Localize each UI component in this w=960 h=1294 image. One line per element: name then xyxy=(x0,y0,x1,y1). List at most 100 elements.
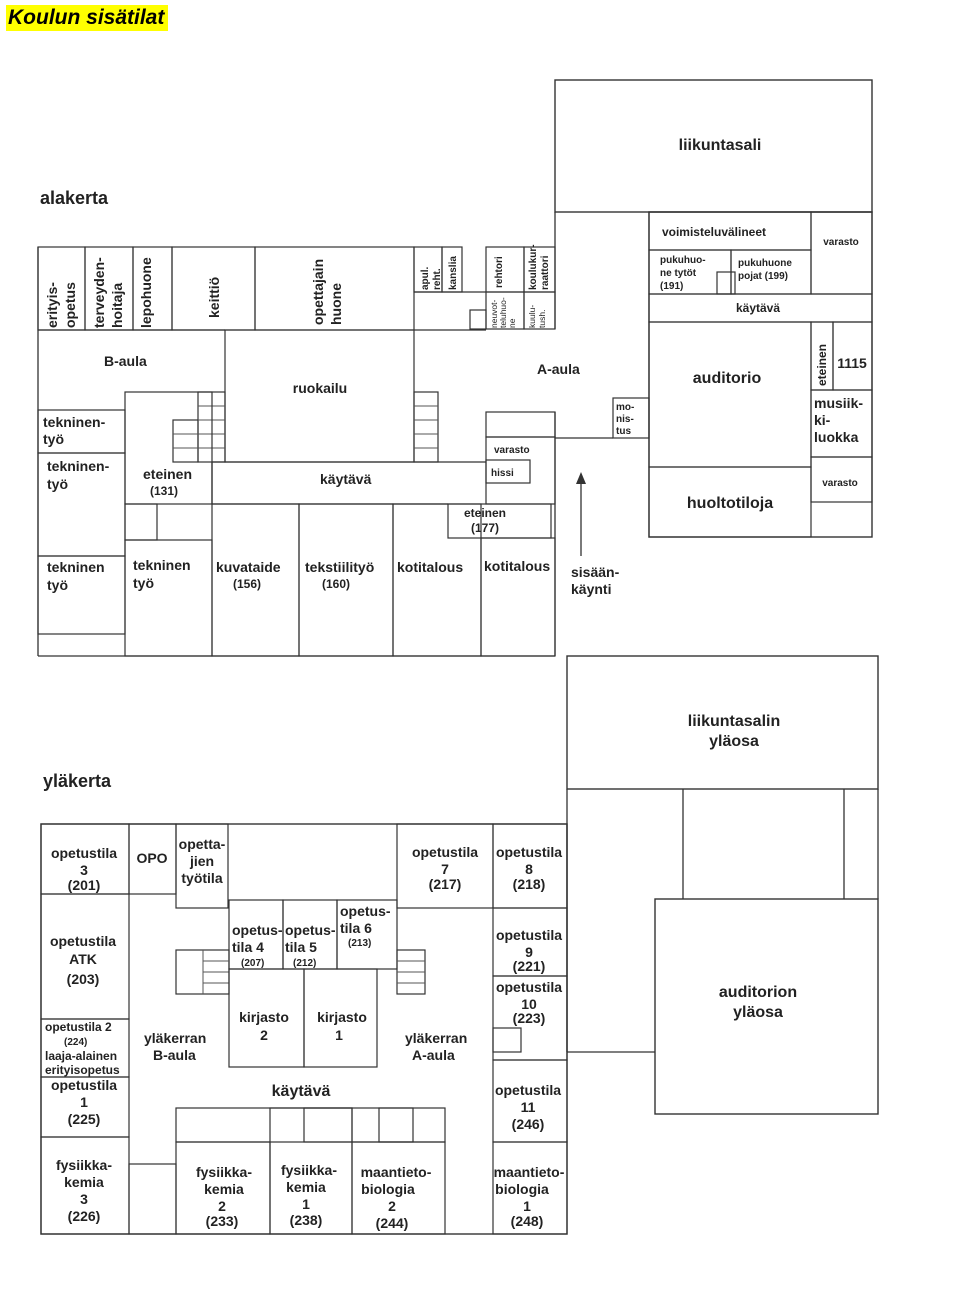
room-pukuhuone-wc xyxy=(716,271,736,295)
label-fk1-2: kemia xyxy=(286,1179,326,1195)
label-pukuhuone-tytot-2: ne tytöt xyxy=(660,268,697,279)
label-tekninen-tyo-2b: työ xyxy=(47,476,68,492)
stairs-upper-right xyxy=(396,949,426,995)
label-varasto-mid: varasto xyxy=(494,445,530,456)
label-neuvottelu-3: ne xyxy=(507,318,517,328)
label-auditorion-ylaosa-1: auditorion xyxy=(719,984,797,1001)
label-ot1-3: (225) xyxy=(68,1111,101,1127)
label-kirjasto-1-1: kirjasto xyxy=(317,1009,367,1025)
label-keittio: keittiö xyxy=(206,277,222,318)
entrance-arrow-icon xyxy=(576,472,586,484)
label-apulaisrehtori-1: apul. xyxy=(420,266,431,290)
room-eteinen-131-zone xyxy=(124,391,213,505)
label-b-aula: B-aula xyxy=(104,353,147,369)
label-mb1-2: biologia xyxy=(495,1181,549,1197)
label-eteinen-131-1: eteinen xyxy=(143,466,192,482)
label-opo: OPO xyxy=(136,850,167,866)
room-mb1 xyxy=(492,1141,568,1235)
label-monistus-1: mo- xyxy=(616,402,634,413)
label-varasto-east: varasto xyxy=(822,478,858,489)
label-liikuntasali: liikuntasali xyxy=(679,137,762,154)
label-mb2-1: maantieto- xyxy=(361,1164,432,1180)
label-ot2-3: laaja-alainen xyxy=(45,1049,117,1063)
label-tekstiilityo-2: (160) xyxy=(322,577,350,591)
label-kuvataide-2: (156) xyxy=(233,577,261,591)
label-eteinen-131-2: (131) xyxy=(150,484,178,498)
room-mb2-prep xyxy=(378,1107,414,1143)
label-ot6-1: opetus- xyxy=(340,903,391,919)
label-ot7-2: 7 xyxy=(441,861,449,877)
label-liikuntasalin-ylaosa-1: liikuntasalin xyxy=(688,713,780,730)
label-monistus-3: tus xyxy=(616,426,631,437)
label-apulaisrehtori-2: reht. xyxy=(432,268,443,290)
label-fk1-4: (238) xyxy=(290,1212,323,1228)
label-auditorio: auditorio xyxy=(693,370,762,387)
label-ot9-1: opetustila xyxy=(496,927,562,943)
label-huoltotiloja: huoltotiloja xyxy=(687,495,773,512)
label-kotitalous-2: kotitalous xyxy=(484,558,550,574)
label-ot4-1: opetus- xyxy=(232,922,283,938)
room-kirjasto-1 xyxy=(303,968,378,1068)
label-varasto-top: varasto xyxy=(823,237,859,248)
room-monistus xyxy=(612,397,650,439)
label-fk3-4: (226) xyxy=(68,1208,101,1224)
label-terveydenhoitaja-2: hoitaja xyxy=(109,283,125,328)
label-pukuhuone-pojat-2: pojat (199) xyxy=(738,271,788,282)
label-opettajainhuone-1: opettajain xyxy=(310,259,326,325)
room-auditorio xyxy=(648,321,812,468)
label-ylakerran-b-aula-1: yläkerran xyxy=(144,1030,206,1046)
label-fk1-3: 1 xyxy=(302,1196,310,1212)
page-title: Koulun sisätilat xyxy=(6,5,169,31)
room-auditorion-ylaosa xyxy=(654,898,879,1115)
label-ot9-3: (221) xyxy=(513,958,546,974)
label-opettajien-tyotila-1: opetta- xyxy=(179,836,226,852)
label-ot1-1: opetustila xyxy=(51,1077,117,1093)
label-mb2-2: biologia xyxy=(361,1181,415,1197)
label-rehtori: rehtori xyxy=(494,256,505,288)
label-voimisteluvalineet: voimisteluvälineet xyxy=(662,225,766,239)
room-varasto-mid xyxy=(485,411,556,438)
label-ot8-3: (218) xyxy=(513,876,546,892)
stairs-upper-left xyxy=(175,949,230,995)
label-ot-atk-2: ATK xyxy=(69,951,97,967)
label-tekninen-tyo-1b: työ xyxy=(43,431,64,447)
label-ot1-2: 1 xyxy=(80,1094,88,1110)
label-eteinen-177-1: eteinen xyxy=(464,506,506,520)
label-hissi: hissi xyxy=(491,468,514,479)
label-fk2-2: kemia xyxy=(204,1181,244,1197)
label-ot2-2: (224) xyxy=(64,1037,87,1048)
label-tekninen-tyo-2a: tekninen- xyxy=(47,458,110,474)
label-ot7-1: opetustila xyxy=(412,844,478,860)
label-mb1-4: (248) xyxy=(511,1213,544,1229)
label-ot6-2: tila 6 xyxy=(340,920,372,936)
label-neuvottelu-2: teluhuo- xyxy=(498,297,508,328)
label-fk2-1: fysiikka- xyxy=(196,1164,252,1180)
label-kaytava-upper: käytävä xyxy=(272,1083,331,1100)
label-ot2-4: erityisopetus xyxy=(45,1063,120,1077)
ground-floor: alakerta liikuntasali voimisteluvälineet… xyxy=(37,79,873,657)
label-musiikkiluokka-3: luokka xyxy=(814,429,859,445)
room-varasto-top xyxy=(810,211,873,295)
label-ruokailu: ruokailu xyxy=(293,380,347,396)
label-ot3-1: opetustila xyxy=(51,845,117,861)
label-pukuhuone-tytot-1: pukuhuo- xyxy=(660,255,706,266)
label-ylakerran-a-aula-1: yläkerran xyxy=(405,1030,467,1046)
label-tekninen-tyo-4a: tekninen xyxy=(133,557,191,573)
label-mb2-4: (244) xyxy=(376,1215,409,1231)
label-ot11-1: opetustila xyxy=(495,1082,561,1098)
label-mb1-3: 1 xyxy=(523,1198,531,1214)
label-fk1-1: fysiikka- xyxy=(281,1162,337,1178)
label-kirjasto-1-2: 1 xyxy=(335,1027,343,1043)
label-ot5-2: tila 5 xyxy=(285,939,317,955)
label-ot3-2: 3 xyxy=(80,862,88,878)
label-ylakerran-a-aula-2: A-aula xyxy=(412,1047,455,1063)
room-ot10-closet xyxy=(492,1027,522,1053)
label-tekninen-tyo-3b: työ xyxy=(47,577,68,593)
label-tekninen-tyo-1a: tekninen- xyxy=(43,414,106,430)
label-tekstiilityo-1: tekstiilityö xyxy=(305,559,374,575)
room-liikuntasalin-ylaosa xyxy=(566,655,879,790)
label-eteinen-177-2: (177) xyxy=(471,521,499,535)
label-ot9-2: 9 xyxy=(525,944,533,960)
label-ot7-3: (217) xyxy=(429,876,462,892)
label-ot10-3: (223) xyxy=(513,1010,546,1026)
